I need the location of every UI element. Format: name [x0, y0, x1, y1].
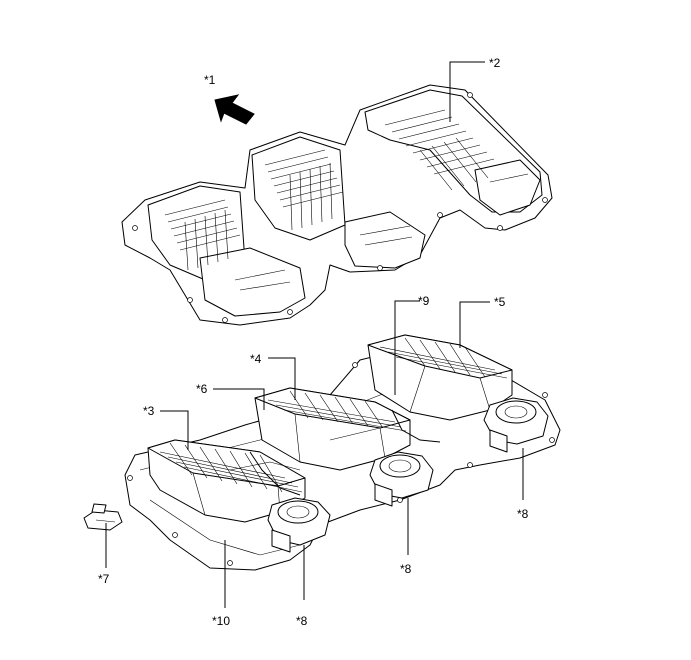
label-7: *7 — [98, 572, 110, 586]
callout-labels: *1 *2 *3 *4 *5 *6 *7 *8 *8 *8 *9 *10 — [98, 56, 529, 628]
label-9: *9 — [418, 294, 430, 308]
front-direction-arrow-icon — [214, 94, 255, 125]
battery-module-center — [254, 387, 411, 471]
service-plug-connector — [83, 503, 123, 531]
label-10: *10 — [212, 614, 230, 628]
label-5: *5 — [494, 295, 506, 309]
upper-cover — [121, 84, 553, 326]
blower-duct-right — [483, 397, 549, 453]
blower-duct-left — [267, 497, 331, 553]
leader-lines — [105, 61, 524, 608]
label-4: *4 — [250, 352, 262, 366]
battery-module-right — [367, 334, 513, 421]
wire-harness — [229, 409, 441, 496]
label-6: *6 — [196, 382, 208, 396]
blower-duct-center — [369, 451, 434, 507]
label-3: *3 — [143, 404, 155, 418]
label-8-left: *8 — [296, 614, 308, 628]
label-2: *2 — [489, 56, 501, 70]
label-8-center: *8 — [400, 562, 412, 576]
battery-module-left — [147, 439, 306, 523]
label-8-right: *8 — [517, 507, 529, 521]
label-1: *1 — [204, 73, 216, 87]
